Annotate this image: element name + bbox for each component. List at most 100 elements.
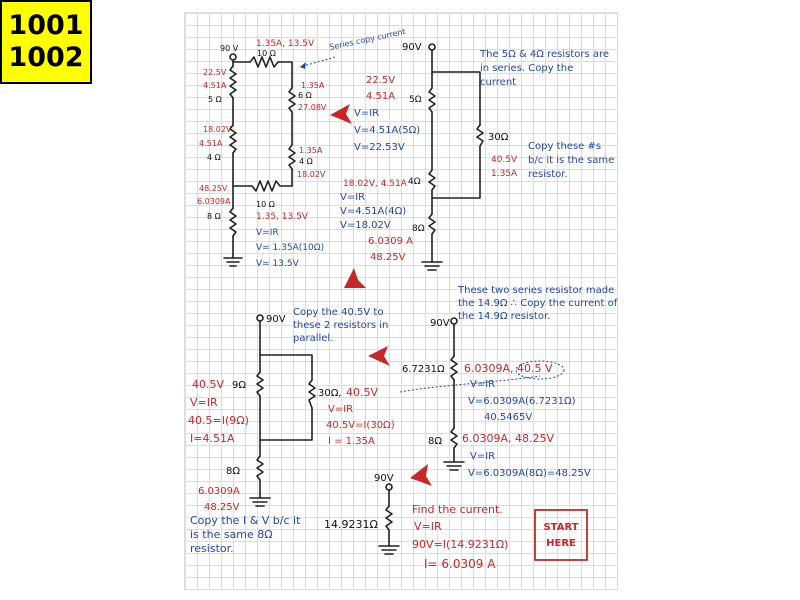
tr-r30-label: 30Ω (488, 132, 509, 143)
tl-calc-line-3: V= 1.35A(10Ω) (256, 243, 324, 253)
mr-r8-formula-1: V=IR (470, 451, 495, 462)
ml-r8-label: 8Ω (226, 466, 240, 477)
tr-g-formula-1: V=IR (340, 192, 365, 203)
grid-paper-sheet (184, 12, 618, 590)
mid-left-circuit (249, 314, 316, 507)
bottom-line-1: Find the current. (412, 503, 503, 516)
ml-r8-voltage: 48.25V (204, 502, 240, 513)
tr-series-note-text: The 5Ω & 4Ω resistors are in series. Cop… (480, 49, 610, 88)
tl-r4-voltage: 18.02V (203, 125, 232, 134)
tl-r4b-label: 4 Ω (299, 157, 313, 166)
tl-r10-top-values: 1.35A, 13.5V (256, 39, 315, 49)
tl-r6-label: 6 Ω (298, 91, 312, 100)
tr-r8-current: 6.0309 A (368, 236, 413, 247)
tl-r4b-current: 1.35A (299, 146, 323, 155)
tr-copy-note: Copy these #s b/c it is the same resisto… (528, 141, 615, 180)
tr-formula-3: V=22.53V (354, 142, 405, 153)
top-right-circuit (421, 43, 484, 271)
ml-copy-note: Copy the 40.5V to these 2 resistors in p… (293, 307, 389, 344)
mr-r8-values: 6.0309A, 48.25V (462, 432, 554, 445)
ml-r9-voltage: 40.5V (192, 378, 224, 391)
mr-r8-formula-2: V=6.0309A(8Ω)=48.25V (468, 468, 591, 479)
slide-number-badge: 1001 1002 (0, 0, 92, 84)
tr-r5-label: 5Ω (409, 95, 422, 105)
tl-calc-line-2: V=IR (256, 228, 279, 238)
tr-series-note: The 5Ω & 4Ω resistors are in series. Cop… (480, 49, 610, 88)
tr-r4-values: 18.02V, 4.51A (343, 179, 408, 189)
mr-series-note: These two series resistor made the 14.9Ω… (458, 285, 618, 322)
arrow-mid-left (368, 346, 390, 366)
badge-line-2: 1002 (8, 42, 84, 73)
mr-series-note-text: These two series resistor made the 14.9Ω… (458, 285, 618, 322)
tl-calc-line-4: V= 13.5V (256, 259, 300, 269)
bottom-circuit (378, 483, 400, 555)
mr-r67-formula-1: V=IR (470, 379, 495, 390)
tl-source-label: 90 V (220, 44, 239, 53)
tl-r4-current: 4.51A (199, 139, 223, 148)
tl-series-note-text: Series copy current (329, 27, 407, 52)
arrow-up-middle (344, 268, 366, 288)
bottom-line-3: 90V=I(14.9231Ω) (412, 538, 508, 551)
bottom-line-4: I= 6.0309 A (424, 557, 496, 571)
ml-bottom-note: Copy the I & V b/c it is the same 8Ω res… (190, 514, 301, 555)
here-label: HERE (546, 538, 576, 549)
tr-source-label: 90V (402, 42, 422, 53)
ml-source-label: 90V (266, 314, 286, 325)
ml-r30-voltage: 40.5V (346, 386, 378, 399)
tr-r8-voltage: 48.25V (370, 252, 406, 263)
ml-r30-formula-3: I = 1.35A (328, 436, 375, 447)
badge-line-1: 1001 (8, 10, 84, 41)
ml-r9-formula-1: V=IR (190, 396, 218, 409)
arrow-to-top-left (330, 104, 352, 124)
tr-formula-1: V=IR (354, 108, 379, 119)
tr-r4-label: 4Ω (408, 177, 421, 187)
mr-r67-formula-3: 40.5465V (484, 412, 532, 423)
ml-r8-current: 6.0309A (198, 486, 240, 497)
tl-calc-line-1: 1.35, 13.5V (256, 212, 309, 222)
ml-bottom-note-text: Copy the I & V b/c it is the same 8Ω res… (190, 514, 301, 555)
start-here-box (534, 509, 588, 561)
ml-r30-label: 30Ω, (318, 388, 342, 399)
tl-r8-voltage: 48.25V (199, 184, 228, 193)
ml-r9-label: 9Ω (232, 380, 246, 391)
arrow-mid-right (410, 464, 432, 486)
tl-r10-bottom-label: 10 Ω (256, 200, 275, 209)
tr-copy-note-text: Copy these #s b/c it is the same resisto… (528, 141, 615, 180)
start-label: START (543, 522, 578, 533)
tr-r30-current: 1.35A (491, 169, 518, 179)
ml-r9-formula-3: I=4.51A (190, 432, 235, 445)
top-left-circuit (223, 53, 336, 267)
tl-r5-voltage: 22.5V (203, 68, 227, 77)
tl-r5-label: 5 Ω (208, 95, 222, 104)
ml-r9-formula-2: 40.5=I(9Ω) (188, 414, 249, 427)
tl-series-note: Series copy current (329, 27, 407, 52)
tl-r4b-voltage: 18.02V (297, 170, 326, 179)
mr-source-label: 90V (430, 318, 450, 329)
ml-r30-formula-1: V=IR (328, 404, 353, 415)
tr-r5-voltage: 22.5V (366, 75, 395, 86)
tl-r8-current: 6.0309A (197, 197, 231, 206)
tl-r4-label: 4 Ω (207, 153, 221, 162)
tr-g-formula-3: V=18.02V (340, 220, 391, 231)
bottom-source-label: 90V (374, 473, 394, 484)
bottom-resistor-label: 14.9231Ω (324, 518, 378, 531)
mr-r67-values: 6.0309A, 40.5 V (464, 362, 553, 375)
tr-r30-voltage: 40.5V (491, 155, 518, 165)
tr-formula-2: V=4.51A(5Ω) (354, 125, 420, 136)
mr-r8-label: 8Ω (428, 436, 442, 447)
ml-r30-formula-2: 40.5V=I(30Ω) (326, 420, 395, 431)
tl-r6-current: 1.35A (301, 81, 325, 90)
tl-r10-top-label: 10 Ω (257, 49, 276, 58)
mr-r67-formula-2: V=6.0309A(6.7231Ω) (468, 396, 576, 407)
tl-r8-label: 8 Ω (207, 212, 221, 221)
bottom-line-2: V=IR (414, 520, 442, 533)
tl-r5-current: 4.51A (203, 81, 227, 90)
ml-copy-note-text: Copy the 40.5V to these 2 resistors in p… (293, 307, 389, 344)
mid-right-circuit (443, 317, 465, 471)
tl-r6-voltage: 27.08V (298, 103, 327, 112)
tr-g-formula-2: V=4.51A(4Ω) (340, 206, 406, 217)
tr-r5-current: 4.51A (366, 91, 395, 102)
mr-r67-label: 6.7231Ω (402, 364, 445, 375)
tr-r8-label: 8Ω (412, 224, 425, 234)
